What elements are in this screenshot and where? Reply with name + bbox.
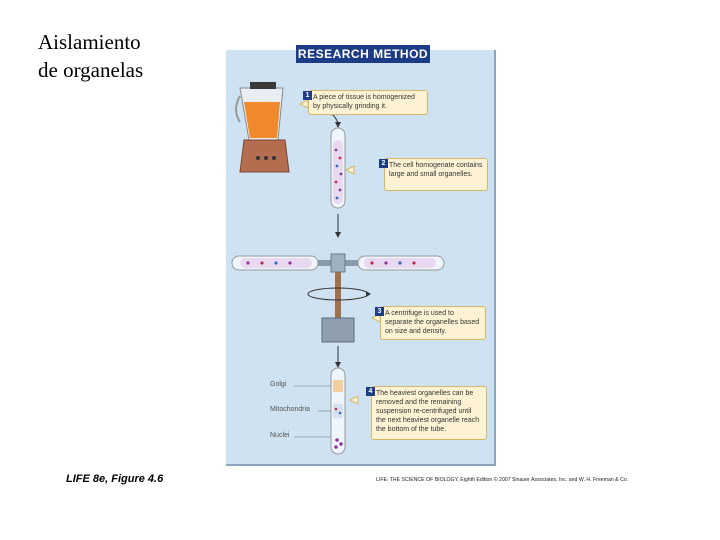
- step-2-text: The cell homogenate contains large and s…: [389, 162, 483, 178]
- step-1-callout: A piece of tissue is homogenized by phys…: [308, 90, 428, 115]
- homogenate-tube: [330, 127, 346, 209]
- centrifuge-illustration: [231, 253, 445, 343]
- label-mitochondria: Mitochondria: [270, 406, 311, 413]
- copyright-credit: LIFE: THE SCIENCE OF BIOLOGY, Eighth Edi…: [376, 477, 629, 483]
- step-2-callout: The cell homogenate contains large and s…: [384, 158, 488, 191]
- step-3-callout: A centrifuge is used to separate the org…: [380, 306, 486, 340]
- separated-tube: [294, 367, 346, 455]
- label-nuclei: Nuclei: [270, 432, 290, 439]
- blender-illustration: [235, 82, 290, 173]
- research-method-banner: RESEARCH METHOD: [296, 45, 430, 63]
- step-4-number: 4: [366, 387, 375, 396]
- step-3-number: 3: [375, 307, 384, 316]
- step-2-number: 2: [379, 159, 388, 168]
- figure-credit: LIFE 8e, Figure 4.6: [66, 473, 164, 485]
- label-golgi: Golgi: [270, 381, 287, 388]
- step-1-text: A piece of tissue is homogenized by phys…: [313, 94, 415, 110]
- step-4-text: The heaviest organelles can be removed a…: [376, 390, 480, 433]
- step-3-text: A centrifuge is used to separate the org…: [385, 310, 480, 335]
- slide-title: Aislamiento de organelas: [38, 28, 208, 84]
- slide-title-line-2: de organelas: [38, 58, 144, 82]
- step-4-callout: The heaviest organelles can be removed a…: [371, 386, 487, 440]
- step-1-number: 1: [303, 91, 312, 100]
- slide-title-line-1: Aislamiento: [38, 30, 141, 54]
